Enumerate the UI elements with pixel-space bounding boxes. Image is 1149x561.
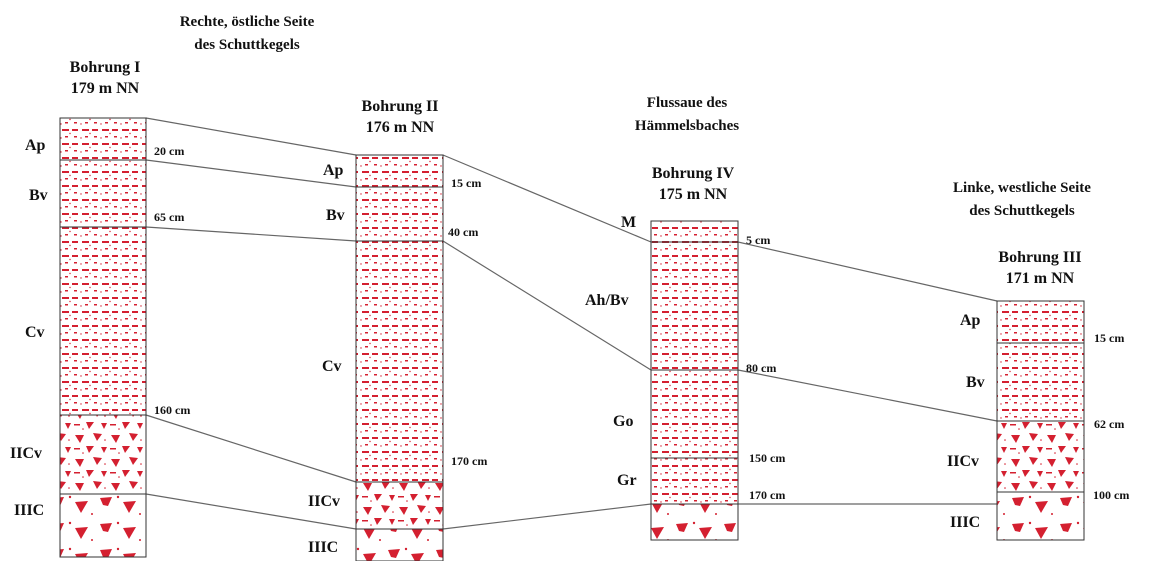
site-note-left-west: Linke, westliche Seite des Schuttkegels [927,177,1117,224]
connector-line-6 [442,240,652,371]
profile-elevation: 175 m NN [658,185,728,203]
connector-line-4 [145,493,357,530]
horizon-label-b1-iicv: IICv [10,445,43,462]
profile-title-b1: Bohrung I 179 m NN [40,58,170,100]
depth-label-b1-160: 160 cm [154,403,191,417]
layer-b1-0 [59,117,147,161]
layer-b2-1 [355,186,444,242]
profile-title-b4: Bohrung IV 175 m NN [628,164,758,206]
depth-label-b4-80: 80 cm [746,361,777,375]
site-note-line: des Schuttkegels [194,37,300,54]
profile-elevation: 179 m NN [70,79,140,97]
layer-b4-0 [650,220,739,243]
layer-b4-3 [650,457,739,505]
horizon-label-b2-ap: Ap [323,162,344,179]
profile-name: Bohrung II [361,98,439,115]
horizon-label-b1-bv: Bv [29,187,48,204]
profile-columns [59,117,1085,561]
layer-b1-4 [59,493,147,558]
layer-b4-2 [650,369,739,459]
profile-elevation: 171 m NN [1005,269,1075,287]
layer-b3-1 [996,342,1085,422]
layer-b3-2 [996,420,1085,493]
depth-label-b1-20: 20 cm [154,144,185,158]
profile-name: Bohrung IV [651,165,735,182]
horizon-label-b4-m: M [621,214,637,231]
layer-b4-4 [650,503,739,541]
depth-label-b2-15: 15 cm [451,176,482,190]
layer-b2-4 [355,528,444,561]
horizon-label-b4-ahbv: Ah/Bv [585,292,629,309]
site-note-line: des Schuttkegels [969,203,1075,220]
horizon-label-b1-ap: Ap [25,137,46,154]
horizon-label-b2-iiic: IIIC [308,539,339,556]
horizon-label-b4-go: Go [613,413,634,430]
connector-line-5 [442,154,652,243]
site-note-floodplain: Flussaue des Hämmelsbaches [612,92,762,139]
profile-name: Bohrung I [69,59,141,76]
connector-line-3 [145,414,357,483]
connector-line-7 [442,503,652,530]
depth-label-b4-150: 150 cm [749,451,786,465]
connector-line-0 [145,117,357,156]
horizon-label-b1-iiic: IIIC [14,502,45,519]
depth-label-b3-15: 15 cm [1094,331,1125,345]
layer-b4-1 [650,241,739,371]
layer-b3-0 [996,300,1085,344]
depth-label-b3-62: 62 cm [1094,417,1125,431]
horizon-label-b1-cv: Cv [25,324,45,341]
layer-b2-0 [355,154,444,188]
horizon-connector-lines [145,117,998,530]
depth-label-b4-170: 170 cm [749,488,786,502]
layer-b2-2 [355,240,444,483]
profile-name: Bohrung III [998,249,1082,266]
depth-label-b4-5: 5 cm [746,233,771,247]
layer-b1-1 [59,159,147,228]
depth-label-b3-100: 100 cm [1093,488,1130,502]
site-note-line: Rechte, östliche Seite [179,14,315,30]
profile-title-b2: Bohrung II 176 m NN [335,97,465,139]
layer-b2-3 [355,481,444,530]
layer-b3-3 [996,491,1085,541]
connector-line-8 [737,241,998,302]
horizon-label-b2-bv: Bv [326,207,345,224]
site-note-line: Flussaue des [646,95,728,111]
horizon-label-b4-gr: Gr [617,472,637,489]
horizon-label-b2-iicv: IICv [308,493,341,510]
horizon-label-b3-iicv: IICv [947,453,980,470]
horizon-label-b2-cv: Cv [322,358,342,375]
profile-title-b3: Bohrung III 171 m NN [975,248,1105,290]
horizon-label-b3-iiic: IIIC [950,514,981,531]
connector-line-2 [145,226,357,242]
depth-label-b1-65: 65 cm [154,210,185,224]
depth-label-b2-170: 170 cm [451,454,488,468]
horizon-label-b3-bv: Bv [966,374,985,391]
connector-line-1 [145,159,357,188]
site-note-line: Linke, westliche Seite [953,180,1091,196]
layer-b1-2 [59,226,147,416]
layer-b1-3 [59,414,147,495]
site-note-right-east: Rechte, östliche Seite des Schuttkegels [162,11,332,58]
connector-line-9 [737,369,998,422]
depth-label-b2-40: 40 cm [448,225,479,239]
horizon-label-b3-ap: Ap [960,312,981,329]
profile-elevation: 176 m NN [365,118,435,136]
site-note-line: Hämmelsbaches [634,118,740,135]
